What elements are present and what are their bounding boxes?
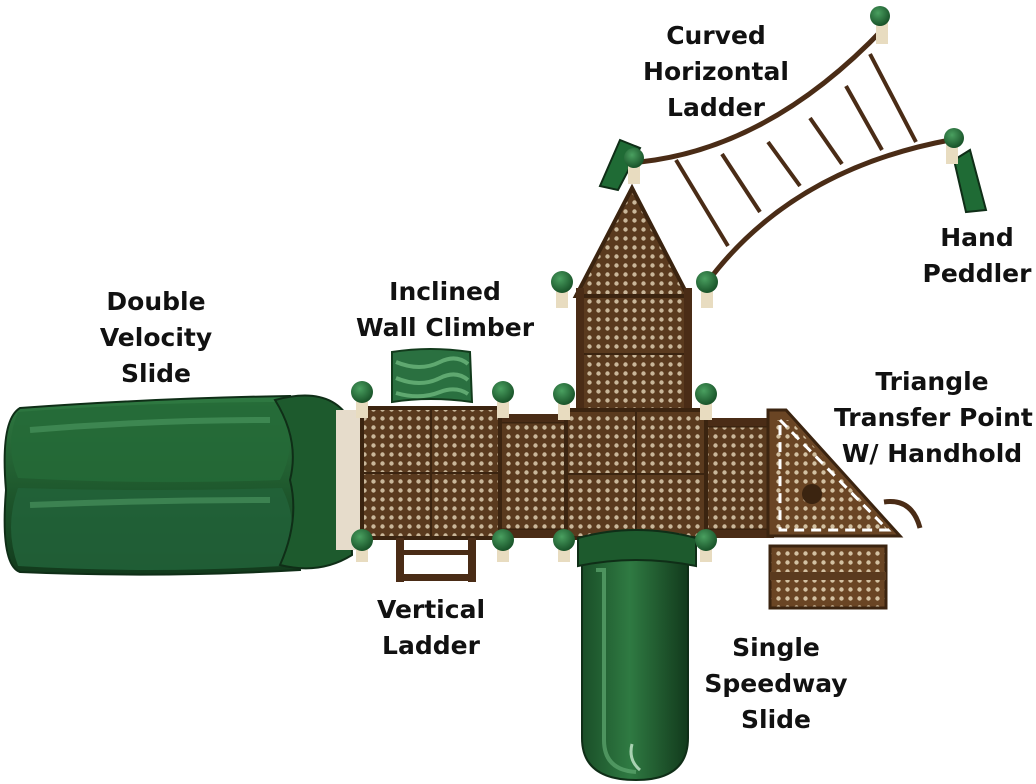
label-line: Hand: [940, 223, 1014, 252]
label-line: Double: [106, 287, 206, 316]
post-cap: [492, 381, 514, 418]
post-cap: [695, 529, 717, 562]
post-cap: [695, 383, 717, 420]
upper-triangle-deck: [572, 183, 692, 298]
label-single-speedway-slide: Single Speedway Slide: [696, 630, 856, 738]
label-line: Ladder: [382, 631, 480, 660]
post-cap: [624, 148, 644, 184]
post-cap: [944, 128, 964, 164]
triangle-transfer-deck: [766, 408, 923, 538]
inclined-wall-climber: [391, 348, 474, 404]
label-line: Inclined: [389, 277, 501, 306]
label-line: W/ Handhold: [841, 439, 1023, 468]
left-deck: [360, 406, 502, 540]
label-double-velocity-slide: Double Velocity Slide: [86, 284, 226, 392]
post-cap: [351, 529, 373, 562]
post-cap: [551, 271, 573, 308]
post-cap: [553, 383, 575, 420]
double-velocity-slide: [3, 394, 360, 576]
posts: [351, 6, 964, 562]
transfer-step-deck: [768, 544, 888, 610]
post-cap: [492, 529, 514, 562]
label-line: Wall Climber: [355, 313, 535, 342]
left-bridge-deck: [496, 414, 568, 538]
vertical-ladder: [396, 538, 476, 582]
single-speedway-slide: [577, 529, 697, 782]
label-line: Transfer Point: [834, 403, 1033, 432]
label-line: Single: [732, 633, 820, 662]
label-vertical-ladder: Vertical Ladder: [366, 592, 496, 664]
label-line: Triangle: [875, 367, 989, 396]
label-line: Ladder: [667, 93, 765, 122]
label-hand-peddler: Hand Peddler: [918, 220, 1036, 292]
curved-horizontal-ladder: [639, 26, 951, 286]
label-inclined-wall-climber: Inclined Wall Climber: [352, 274, 538, 346]
center-deck: [564, 408, 708, 540]
right-bridge-deck: [702, 418, 776, 538]
label-curved-horizontal-ladder: Curved Horizontal Ladder: [636, 18, 796, 126]
label-triangle-transfer-point: Triangle Transfer Point W/ Handhold: [834, 364, 1033, 472]
label-line: Velocity: [99, 323, 213, 352]
label-line: Slide: [121, 359, 191, 388]
post-cap: [351, 381, 373, 418]
label-line: Vertical: [376, 595, 486, 624]
post-cap: [696, 271, 718, 308]
post-cap: [553, 529, 575, 562]
label-line: Horizontal: [643, 57, 789, 86]
upper-deck: [576, 288, 692, 414]
label-line: Peddler: [922, 259, 1032, 288]
label-line: Speedway: [704, 669, 848, 698]
label-line: Curved: [666, 21, 766, 50]
post-cap: [870, 6, 890, 44]
label-line: Slide: [741, 705, 811, 734]
